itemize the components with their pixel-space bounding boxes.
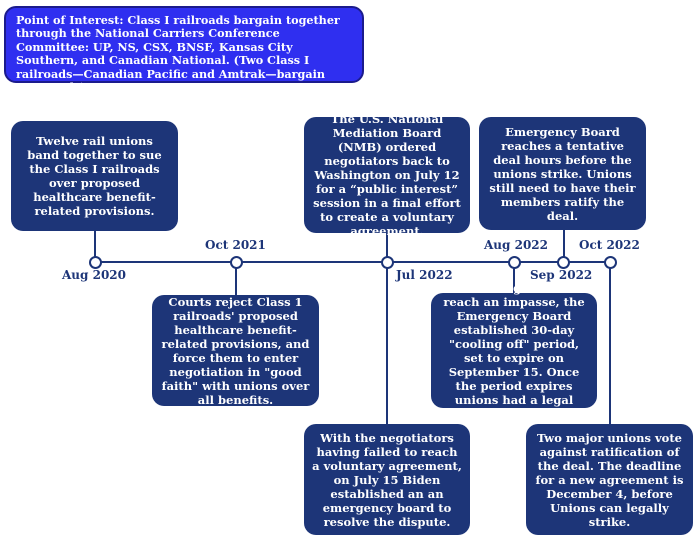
event-text-aug-2020: Twelve rail unions band together to sue … <box>27 134 162 218</box>
event-box-oct-2021: Courts reject Class 1 railroads' propose… <box>152 294 319 407</box>
date-label-sep-2022: Sep 2022 <box>530 268 593 282</box>
point-of-interest-box: Point of Interest: Class I railroads bar… <box>4 6 364 94</box>
connector-sep-2022 <box>563 230 565 261</box>
marker-aug-2022 <box>508 256 521 269</box>
marker-oct-2022 <box>604 256 617 269</box>
event-box-aug-2020: Twelve rail unions band together to sue … <box>11 121 178 231</box>
event-box-jul-2022: The U.S. National Mediation Board (NMB) … <box>304 112 470 238</box>
event-text-jul-2022: The U.S. National Mediation Board (NMB) … <box>313 112 461 238</box>
event-text-emergency-board: With the negotiators having failed to re… <box>312 430 462 529</box>
marker-jul-2022 <box>381 256 394 269</box>
date-label-aug-2020: Aug 2020 <box>62 268 127 282</box>
connector-oct-2022 <box>609 263 611 424</box>
connector-aug-2020 <box>94 230 96 261</box>
marker-oct-2021 <box>230 256 243 269</box>
event-box-emergency-board: With the negotiators having failed to re… <box>304 424 470 535</box>
point-of-interest-text: Point of Interest: Class I railroads bar… <box>16 13 340 95</box>
marker-sep-2022 <box>557 256 570 269</box>
event-text-oct-2022: Two major unions vote against ratificati… <box>535 430 684 529</box>
marker-aug-2020 <box>89 256 102 269</box>
date-label-oct-2021: Oct 2021 <box>205 238 266 252</box>
connector-jul-2022-bottom <box>386 263 388 424</box>
event-box-aug-2022: When negotiators reach an impasse, the E… <box>431 281 597 421</box>
date-label-aug-2022: Aug 2022 <box>484 238 549 252</box>
connector-aug-2022 <box>513 263 515 293</box>
event-text-sep-2022: Emergency Board reaches a tentative deal… <box>489 124 636 223</box>
event-box-oct-2022: Two major unions vote against ratificati… <box>526 424 693 535</box>
timeline-axis <box>95 261 613 263</box>
connector-oct-2021 <box>235 263 237 295</box>
connector-jul-2022-top <box>386 232 388 261</box>
date-label-oct-2022: Oct 2022 <box>579 238 640 252</box>
event-text-aug-2022: When negotiators reach an impasse, the E… <box>443 280 585 421</box>
event-box-sep-2022: Emergency Board reaches a tentative deal… <box>479 117 646 230</box>
event-text-oct-2021: Courts reject Class 1 railroads' propose… <box>161 294 310 407</box>
date-label-jul-2022: Jul 2022 <box>396 268 453 282</box>
